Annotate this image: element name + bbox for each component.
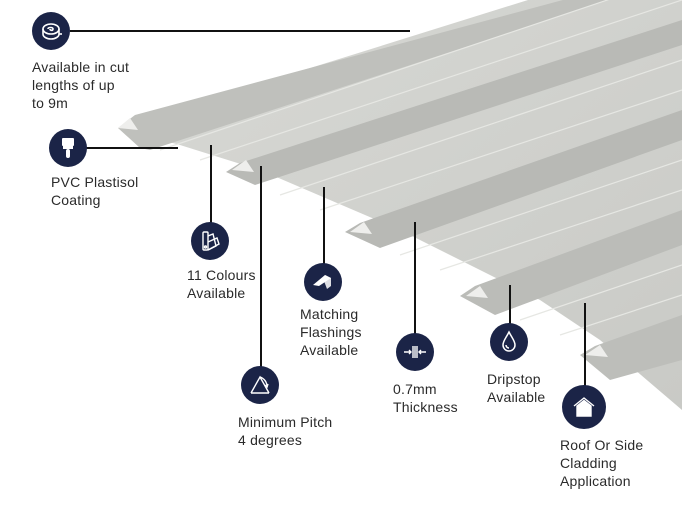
feature-label-thickness: 0.7mm Thickness [393,380,458,416]
feature-label-pitch: Minimum Pitch 4 degrees [238,413,332,449]
feature-label-pvc-coating: PVC Plastisol Coating [51,173,138,209]
label-line: Available [300,342,359,358]
paint-brush-icon [49,129,87,167]
feature-label-flashings: Matching Flashings Available [300,305,362,359]
label-line: 11 Colours [187,267,256,283]
callout-line-colours [210,145,212,223]
colour-swatch-icon [191,222,229,260]
callout-line-thickness [414,222,416,334]
thickness-icon [396,333,434,371]
label-line: Minimum Pitch [238,414,333,430]
label-line: Roof Or Side [560,437,644,453]
house-icon [562,385,606,429]
label-line: Available [487,389,546,405]
water-drop-icon [490,323,528,361]
callout-line-application [584,303,586,387]
callout-line-pitch [260,166,262,368]
label-line: Available [187,285,246,301]
label-line: Flashings [300,324,362,340]
pitch-angle-icon [241,366,279,404]
sheet-ribs [118,0,682,380]
callout-line-cut-lengths [70,30,410,32]
callout-line-pvc-coating [86,147,178,149]
label-line: Coating [51,192,101,208]
feature-label-colours: 11 Colours Available [187,266,256,302]
label-line: PVC Plastisol [51,174,139,190]
flashing-icon [304,263,342,301]
label-line: Dripstop [487,371,541,387]
label-line: Available in cut [32,59,130,75]
label-line: 4 degrees [238,432,303,448]
tape-measure-icon [32,12,70,50]
label-line: Thickness [393,399,458,415]
label-line: to 9m [32,95,69,111]
feature-label-cut-lengths: Available in cut lengths of up to 9m [32,58,129,112]
feature-label-application: Roof Or Side Cladding Application [560,436,643,490]
label-line: lengths of up [32,77,115,93]
label-line: Matching [300,306,359,322]
label-line: 0.7mm [393,381,437,397]
callout-line-flashings [323,187,325,264]
label-line: Cladding [560,455,617,471]
callout-line-dripstop [509,285,511,325]
feature-label-dripstop: Dripstop Available [487,370,545,406]
label-line: Application [560,473,631,489]
